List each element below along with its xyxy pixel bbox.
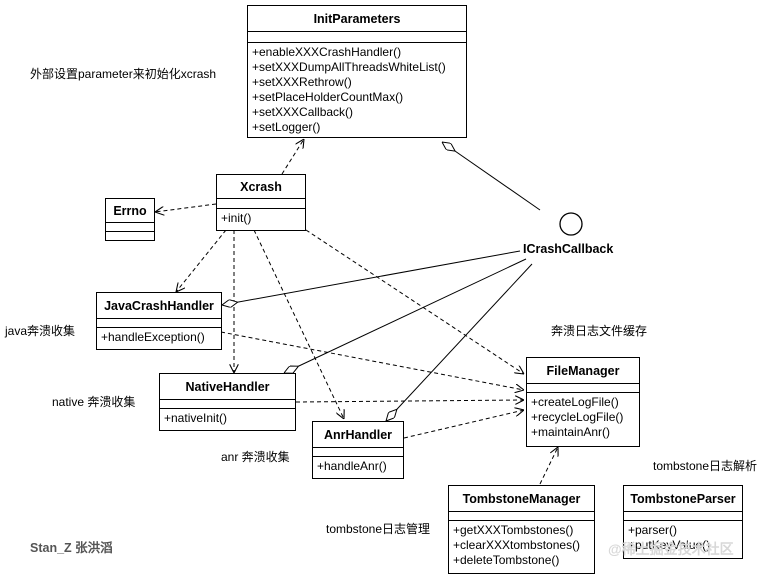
note-tombstone-manager: tombstone日志管理 [326,522,431,536]
dep-anrhandler-filemanager [403,410,524,439]
class-nativehandler: NativeHandler +nativeInit() [159,373,296,431]
class-methods: +parser() +putKeyValue() [624,521,742,555]
method: +recycleLogFile() [531,410,624,424]
method: +nativeInit() [164,411,228,425]
note-file-cache: 奔溃日志文件缓存 [551,324,648,338]
class-name: NativeHandler [160,374,295,400]
class-attributes [97,319,221,328]
class-methods: +init() [217,209,305,228]
class-filemanager: FileManager +createLogFile() +recycleLog… [526,357,640,447]
dep-xcrash-errno [155,203,217,212]
class-methods: +handleException() [97,328,221,347]
class-anrhandler: AnrHandler +handleAnr() [312,421,404,479]
class-javacrashhandler: JavaCrashHandler +handleException() [96,292,222,350]
class-attributes [313,448,403,457]
author-label: Stan_Z 张洪滔 [30,541,113,555]
class-attributes [106,223,154,232]
class-name: TombstoneManager [449,486,594,512]
class-name: TombstoneParser [624,486,742,512]
method: +handleAnr() [317,459,387,473]
class-methods: +nativeInit() [160,409,295,428]
dep-tombstonemanager-filemanager [539,447,558,485]
icrashcallback-interface-icon [559,212,583,236]
class-methods: +enableXXXCrashHandler() +setXXXDumpAllT… [248,43,466,137]
class-methods: +createLogFile() +recycleLogFile() +main… [527,393,639,442]
class-xcrash: Xcrash +init() [216,174,306,231]
note-java: java奔溃收集 [5,324,76,338]
class-initparameters: InitParameters +enableXXXCrashHandler() … [247,5,467,138]
method: +setLogger() [252,120,321,134]
icrashcallback-label: ICrashCallback [523,242,614,256]
method: +setXXXRethrow() [252,75,352,89]
class-errno: Errno [105,198,155,241]
method: +putKeyValue() [628,538,711,552]
agg-icrashcallback-nativehandler [284,258,527,373]
watermark: @稀土掘金技术社区 [608,541,734,557]
method: +clearXXXtombstones() [453,538,581,552]
note-tombstone-parser: tombstone日志解析 [653,459,758,473]
dep-javacrashhandler-filemanager [220,331,524,390]
method: +setXXXDumpAllThreadsWhiteList() [252,60,446,74]
method: +getXXXTombstones() [453,523,574,537]
agg-icrashcallback-initparameters [442,142,541,211]
class-name: JavaCrashHandler [97,293,221,319]
dep-nativehandler-filemanager [295,400,524,402]
note-native: native 奔溃收集 [52,395,136,409]
dep-xcrash-javacrashhandler [176,229,227,292]
method: +maintainAnr() [531,425,611,439]
note-anr: anr 奔溃收集 [221,450,290,464]
method: +enableXXXCrashHandler() [252,45,402,59]
method: +init() [221,211,252,225]
class-attributes [624,512,742,521]
class-tombstoneparser: TombstoneParser +parser() +putKeyValue() [623,485,743,559]
method: +parser() [628,523,678,537]
class-name: Xcrash [217,175,305,199]
agg-icrashcallback-javacrashhandler [222,250,521,305]
note-init-params: 外部设置parameter来初始化xcrash [30,67,217,81]
dep-xcrash-initparameters [281,139,304,175]
class-tombstonemanager: TombstoneManager +getXXXTombstones() +cl… [448,485,595,574]
class-attributes [248,32,466,43]
method: +handleException() [101,330,205,344]
agg-icrashcallback-anrhandler [386,263,533,421]
class-methods: +getXXXTombstones() +clearXXXtombstones(… [449,521,594,570]
class-attributes [449,512,594,521]
dep-xcrash-filemanager [305,229,524,374]
method: +deleteTombstone() [453,553,560,567]
class-name: Errno [106,199,154,223]
class-attributes [160,400,295,409]
method: +setXXXCallback() [252,105,354,119]
class-name: AnrHandler [313,422,403,448]
method: +createLogFile() [531,395,619,409]
class-name: FileManager [527,358,639,384]
class-attributes [527,384,639,393]
class-methods: +handleAnr() [313,457,403,476]
method: +setPlaceHolderCountMax() [252,90,404,104]
class-name: InitParameters [248,6,466,32]
class-attributes [217,199,305,209]
